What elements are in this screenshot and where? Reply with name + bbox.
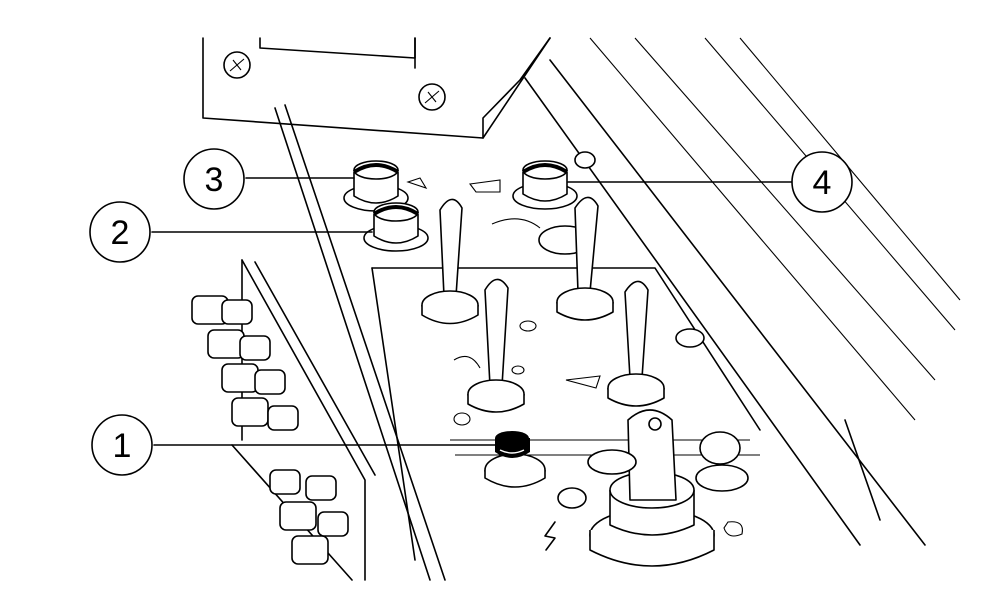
toggle-switch-lower-left: [467, 278, 525, 413]
toggle-switch-upper-right: [556, 196, 614, 321]
pushbutton-1-dark: [484, 431, 546, 488]
toggle-switch-upper-left: [421, 198, 479, 325]
callout-label: 1: [113, 427, 132, 465]
pushbutton-4: [512, 160, 578, 210]
lamp-symbol-icon: [468, 179, 501, 193]
terminal-strip: [191, 259, 376, 581]
callout-2: 2: [89, 201, 151, 263]
indicator-lamp: [675, 328, 705, 348]
instrument-housing: [202, 37, 551, 139]
lamp-symbol-icon: [723, 521, 743, 537]
callout-label: 2: [111, 214, 130, 252]
pushbutton-2: [363, 202, 429, 252]
lamp-symbol-icon: [406, 177, 428, 189]
lightning-icon: [544, 521, 556, 551]
callout-label: 3: [205, 161, 224, 199]
toggle-switch-lower-right: [607, 280, 665, 407]
callout-4: 4: [791, 151, 853, 213]
callout-3: 3: [183, 148, 245, 210]
key-switch: [557, 409, 749, 567]
callout-1: 1: [91, 414, 153, 476]
callout-label: 4: [813, 164, 832, 202]
panel-symbols: [406, 177, 601, 426]
callout-leaders: [151, 177, 793, 446]
